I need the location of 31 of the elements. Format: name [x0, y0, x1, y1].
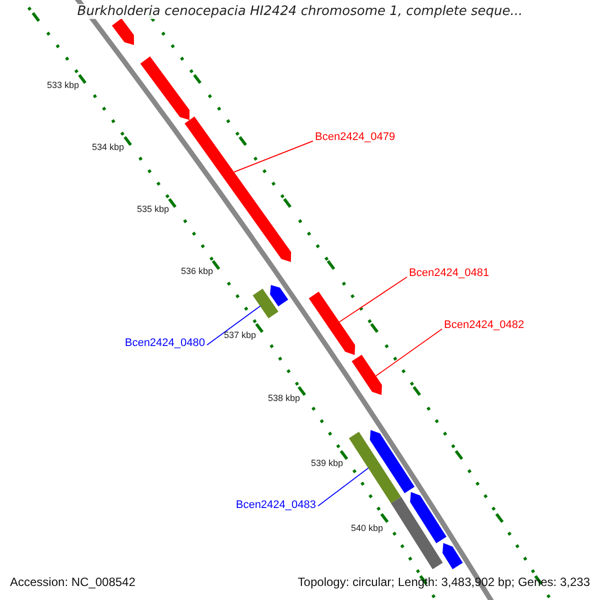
leader-line — [318, 468, 369, 506]
gene-block — [348, 432, 401, 504]
gene-block — [390, 496, 443, 570]
gene-label: Bcen2424_0482 — [444, 319, 524, 331]
gene-label: Bcen2424_0483 — [236, 499, 316, 511]
gene-label: Bcen2424_0481 — [409, 267, 490, 279]
gene-feature — [112, 18, 134, 45]
gene-feature — [270, 285, 288, 306]
accession-text: Accession: NC_008542 — [10, 575, 136, 589]
leader-line — [375, 328, 442, 376]
tick-label: 537 kbp — [224, 330, 256, 340]
leader-line — [234, 140, 314, 172]
gene-feature — [370, 430, 415, 494]
gene-label: Bcen2424_0479 — [315, 131, 396, 143]
summary-text: Topology: circular; Length: 3,483,902 bp; Genes: 3,233 — [298, 575, 590, 589]
tick-label: 539 kbp — [311, 458, 344, 468]
tick-label: 535 kbp — [137, 204, 170, 214]
tick-label: 533 kbp — [47, 80, 80, 90]
tick-label: 534 kbp — [92, 142, 124, 152]
tick-label: 538 kbp — [268, 393, 300, 403]
tick-label: 536 kbp — [181, 266, 214, 276]
gene-block — [252, 288, 278, 318]
tick-label: 540 kbp — [351, 523, 384, 533]
leader-line — [206, 306, 261, 346]
gene-feature — [410, 492, 446, 544]
gene-label: Bcen2424_0480 — [124, 337, 205, 349]
gene-feature — [352, 354, 382, 395]
leader-line — [338, 276, 408, 322]
gene-feature — [140, 56, 190, 120]
gene-feature — [308, 292, 356, 355]
gene-feature — [184, 116, 292, 262]
